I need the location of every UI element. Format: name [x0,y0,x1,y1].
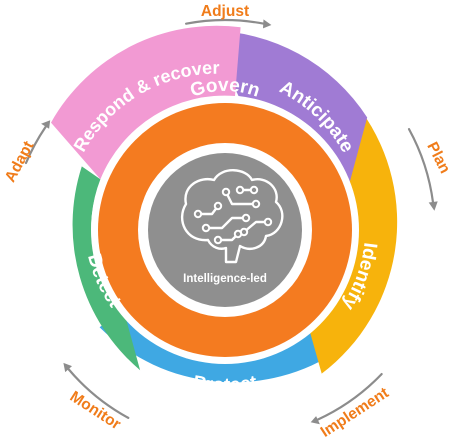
segment-detect [72,166,141,371]
segment-anticipate [207,30,368,183]
segment-label-protect: Protect [192,372,260,396]
arrow-adjust [185,19,265,25]
label-adjust: Adjust [201,3,249,20]
arrowhead-plan [428,201,438,211]
label-implement: Implement [318,384,392,440]
arrowhead-adjust [263,19,272,29]
brain-circuit-nodes [193,185,273,245]
center-label: Intelligence-led [183,273,267,285]
protect-label-text: Protect [192,372,260,396]
transition-arrows [24,19,435,421]
label-adapt: Adapt [2,138,38,185]
arrow-plan [407,128,435,205]
segment-respond [51,25,241,180]
arrowhead-adapt [41,120,51,129]
arrowhead-implement [310,416,320,425]
arrowhead-monitor [63,362,72,373]
arrow-implement [316,373,383,421]
arrow-monitor [67,367,130,419]
transition-arrowheads [41,19,438,425]
